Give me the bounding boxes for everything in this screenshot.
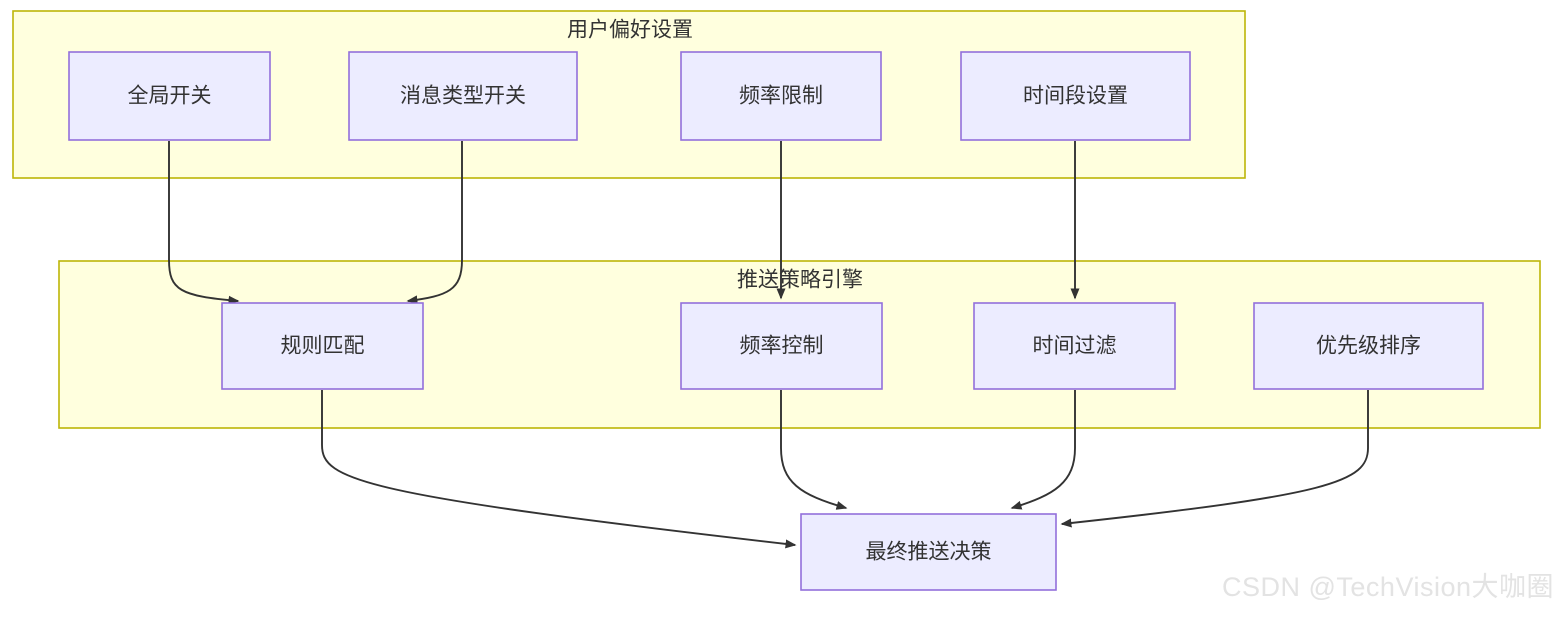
edge-global-switch-to-rule-matching (168, 141, 240, 305)
edge-priority-sorting-to-final (1060, 390, 1369, 528)
node-box[interactable] (800, 513, 1057, 591)
edge-layer (168, 141, 1369, 549)
csdn-watermark: CSDN @TechVision大咖圈 (1222, 572, 1554, 602)
node-label: 优先级排序 (1316, 335, 1421, 358)
node-time-range-setting[interactable]: 时间段设置 (960, 51, 1191, 141)
node-rule-matching[interactable]: 规则匹配 (221, 302, 424, 390)
node-frequency-control[interactable]: 频率控制 (680, 302, 883, 390)
cluster-title: 用户偏好设置 (567, 19, 693, 42)
node-label: 频率限制 (739, 85, 823, 108)
node-box[interactable] (960, 51, 1191, 141)
node-message-type-switch[interactable]: 消息类型开关 (348, 51, 578, 141)
node-frequency-limit[interactable]: 频率限制 (680, 51, 882, 141)
node-label: 时间段设置 (1023, 85, 1128, 108)
node-label: 消息类型开关 (400, 85, 526, 108)
node-box[interactable] (68, 51, 271, 141)
node-label: 频率控制 (740, 335, 824, 358)
node-label: 时间过滤 (1033, 335, 1117, 358)
edge-frequency-control-to-final (780, 390, 848, 510)
node-box[interactable] (221, 302, 424, 390)
node-box[interactable] (973, 302, 1176, 390)
cluster-title: 推送策略引擎 (737, 269, 863, 292)
node-box[interactable] (348, 51, 578, 141)
node-time-filter[interactable]: 时间过滤 (973, 302, 1176, 390)
node-label: 全局开关 (128, 85, 212, 108)
node-label: 最终推送决策 (866, 541, 992, 564)
node-box[interactable] (680, 302, 883, 390)
node-box[interactable] (680, 51, 882, 141)
node-label: 规则匹配 (281, 335, 365, 358)
edge-message-type-switch-to-rule-matching (406, 141, 463, 305)
node-priority-sorting[interactable]: 优先级排序 (1253, 302, 1484, 390)
node-box[interactable] (1253, 302, 1484, 390)
edge-rule-matching-to-final (321, 390, 797, 549)
node-global-switch[interactable]: 全局开关 (68, 51, 271, 141)
edge-time-filter-to-final (1010, 390, 1076, 510)
node-final-push-decision[interactable]: 最终推送决策 (800, 513, 1057, 591)
